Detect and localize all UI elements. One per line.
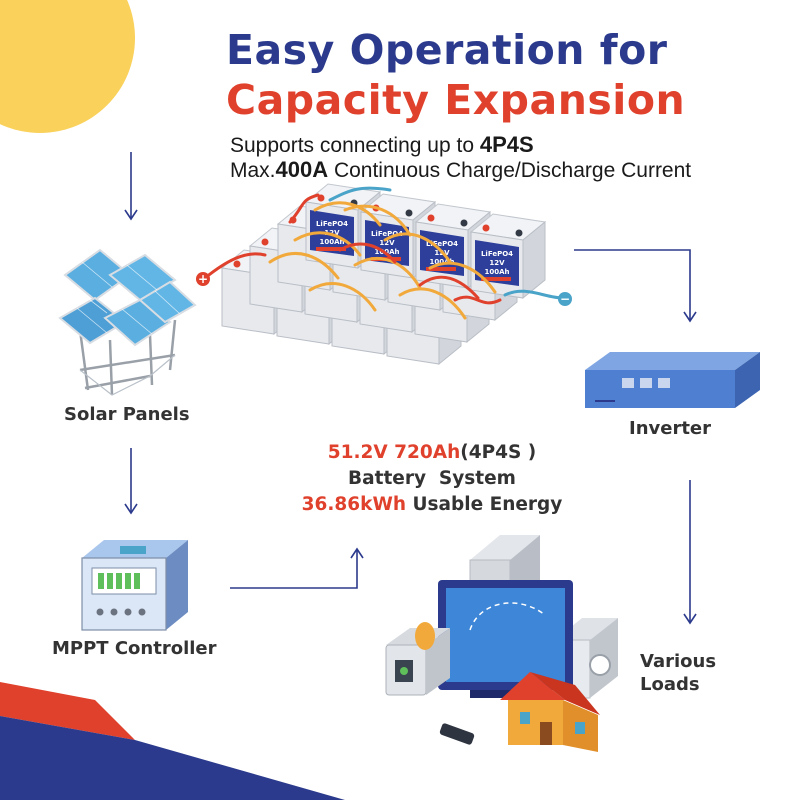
flow-arrows [124,152,697,625]
inverter-label: Inverter [629,418,712,439]
battery-label-text: 100Ah [484,268,509,276]
various-loads-illustration [385,535,618,752]
various-loads-line-2: Loads [640,673,700,695]
solar-panels-label: Solar Panels [64,404,190,425]
various-loads-label: Various Loads [640,651,716,696]
subtitle-2-bold: 400A [275,157,329,182]
navy-stripe-decoration [0,716,345,800]
mppt-controller-illustration [81,540,188,631]
battery-label-text: LiFePO4 [371,230,403,238]
various-loads-line-1: Various [640,651,717,672]
subtitle-line-2: Max.400A Continuous Charge/Discharge Cur… [230,157,692,182]
battery-label-text: 100Ah [374,248,399,256]
battery-energy-line: 36.86kWh Usable Energy [262,492,602,518]
subtitle-1-text: Supports connecting up to [230,134,480,157]
negative-terminal-label: − [560,292,570,306]
battery-energy-label: Usable Energy [406,494,563,515]
battery-system-name: Battery System [348,468,516,489]
battery-label-text: 100Ah [319,238,344,246]
subtitle-1-bold: 4P4S [479,132,534,157]
subtitle-2-prefix: Max. [230,159,276,182]
battery-label-text: LiFePO4 [481,250,513,258]
battery-label-text: LiFePO4 [426,240,458,248]
battery-label-text: LiFePO4 [316,220,348,228]
battery-voltage: 51.2V [327,442,388,463]
page-title-line-2: Capacity Expansion [226,76,686,124]
battery-bank-illustration: LiFePO412V100AhLiFePO412V100AhLiFePO412V… [196,183,572,366]
subtitle-line-1: Supports connecting up to 4P4S [230,132,534,157]
battery-label-text: 100Ah [429,258,454,266]
battery-label-text: 12V [489,259,505,267]
battery-spec-line: 51.2V 720Ah(4P4S ) [262,440,602,466]
battery-label-text: 12V [379,239,395,247]
battery-config: (4P4S ) [460,442,537,463]
battery-label-text: 12V [324,229,340,237]
battery-system-info: 51.2V 720Ah(4P4S ) Battery System 36.86k… [262,440,602,518]
positive-terminal-label: + [198,272,208,286]
solar-panels-illustration [58,248,197,396]
inverter-illustration [585,352,760,408]
page-title-line-1: Easy Operation for [226,26,668,74]
red-stripe-decoration [0,682,135,740]
yellow-circle-decoration [0,0,135,133]
subtitle-2-suffix: Continuous Charge/Discharge Current [328,159,692,182]
battery-energy-value: 36.86kWh [301,494,407,515]
battery-capacity: 720Ah [394,442,461,463]
mppt-controller-label: MPPT Controller [52,638,217,659]
